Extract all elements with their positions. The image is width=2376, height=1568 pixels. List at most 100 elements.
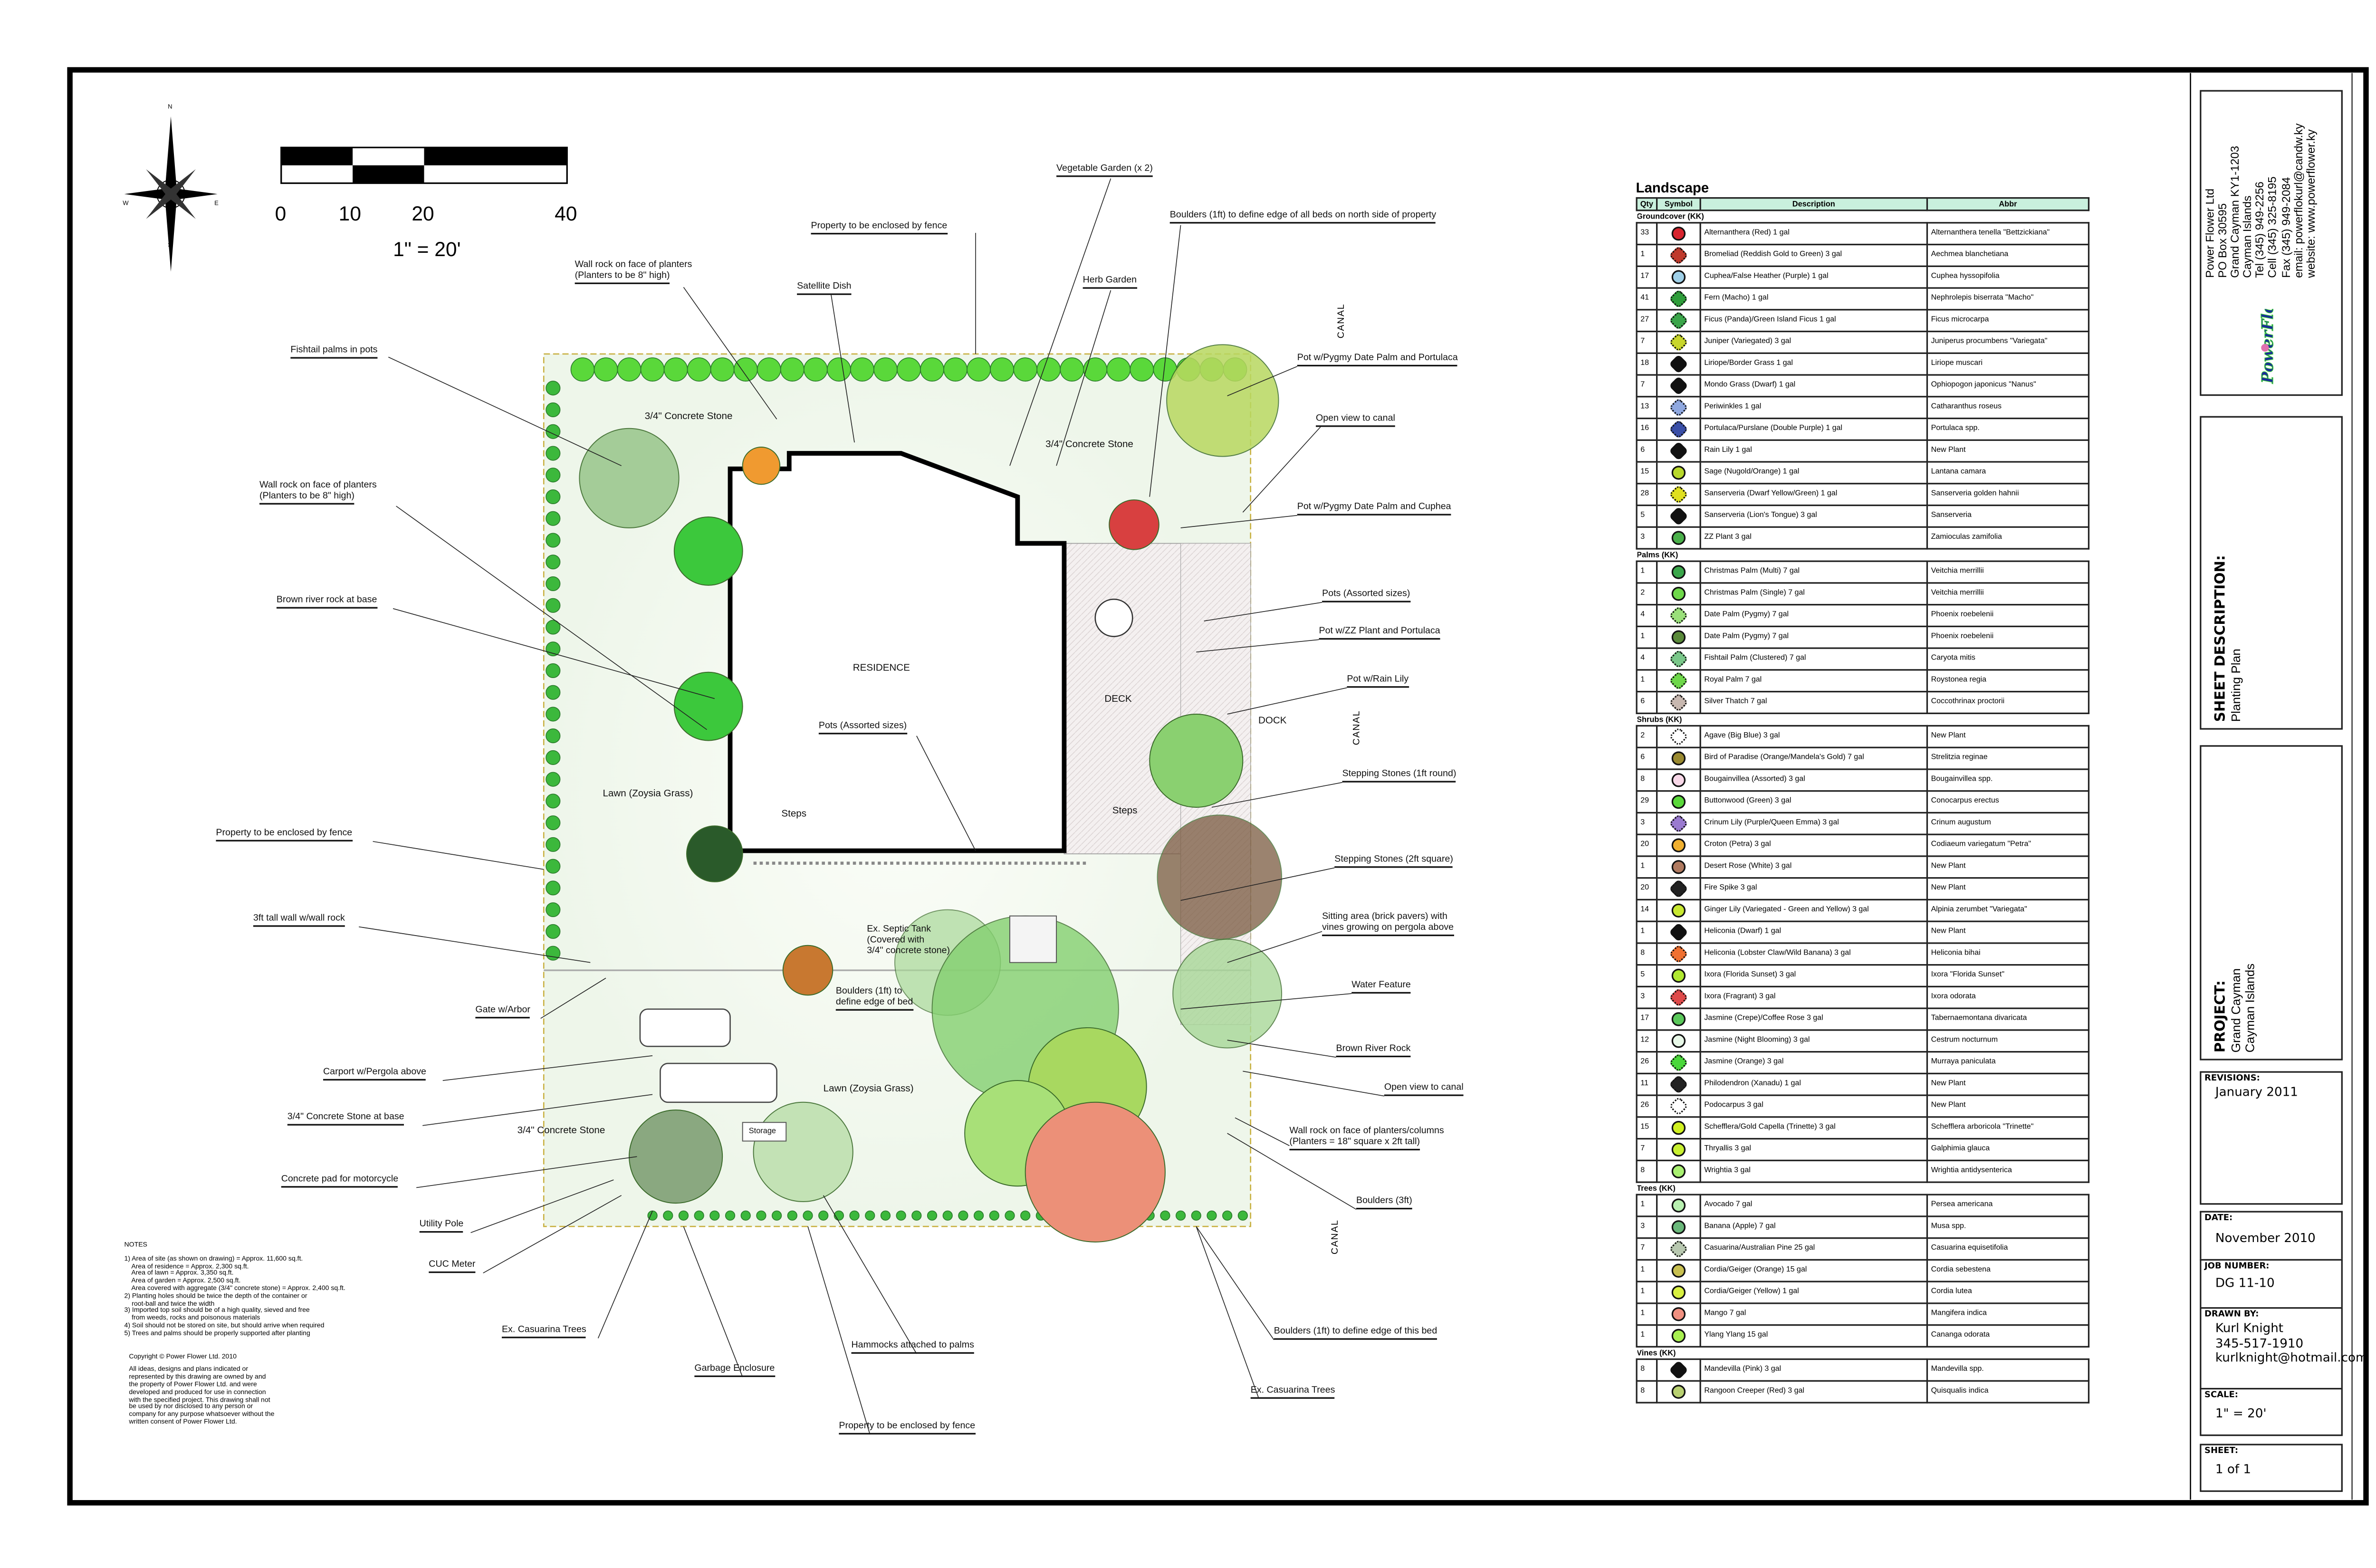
qty: 8 (1636, 768, 1658, 792)
shrub (546, 598, 561, 613)
shrub (546, 468, 561, 483)
description: Mondo Grass (Dwarf) 1 gal (1699, 374, 1928, 398)
description: Philodendron (Xanadu) 1 gal (1699, 1072, 1928, 1096)
description: Agave (Big Blue) 3 gal (1699, 725, 1928, 748)
abbr: Cuphea hyssopifolia (1926, 265, 2090, 289)
symbol-cell (1656, 1259, 1701, 1282)
abbr: Liriope muscari (1926, 352, 2090, 376)
description: Christmas Palm (Single) 7 gal (1699, 582, 1928, 606)
shrub (1060, 357, 1084, 382)
shrub (920, 357, 944, 382)
qty: 1 (1636, 1281, 1658, 1304)
description: Date Palm (Pygmy) 7 gal (1699, 625, 1928, 649)
symbol-cell (1656, 374, 1701, 398)
qty: 26 (1636, 1051, 1658, 1074)
legend-section-header: Groundcover (KK) (1637, 210, 2089, 223)
abbr: Codiaeum variegatum "Petra" (1926, 833, 2090, 857)
patio-table (1094, 598, 1133, 637)
symbol-cell (1656, 625, 1701, 649)
qty: 41 (1636, 287, 1658, 311)
shrub (1160, 1210, 1170, 1221)
description: Juniper (Variegated) 3 gal (1699, 330, 1928, 354)
symbol-cell (1656, 222, 1701, 246)
legend-section-header: Trees (KK) (1637, 1182, 2089, 1195)
note-line: from weeds, rocks and poisonous material… (124, 1313, 260, 1322)
description: Bromeliad (Reddish Gold to Green) 3 gal (1699, 243, 1928, 267)
wheel-icon (1671, 1307, 1686, 1321)
callout-brown-river-rock: Brown River Rock (1336, 1045, 1411, 1057)
description: Ficus (Panda)/Green Island Ficus 1 gal (1699, 309, 1928, 333)
callout-leader-lines (359, 178, 1384, 1435)
shrub (942, 1210, 953, 1221)
sun-icon (1668, 333, 1689, 352)
abbr: Portulaca spp. (1926, 417, 2090, 441)
disclaimer-line: be used by nor disclosed to any person o… (129, 1402, 253, 1410)
abbr: Galphimia glauca (1926, 1138, 2090, 1161)
abbr: Aechmea blanchetiana (1926, 243, 2090, 267)
spiky-icon (1668, 1360, 1689, 1379)
wheel-icon (1671, 1012, 1686, 1026)
drawn-line: 345-517-1910 (2215, 1336, 2304, 1350)
scale-ratio: 1" = 20' (393, 237, 461, 261)
shrub (709, 1210, 720, 1221)
abbr: Sanserveria golden hahnii (1926, 483, 2090, 507)
company-line: Fax (345) 949-2084 (2278, 177, 2292, 278)
description: Royal Palm 7 gal (1699, 669, 1928, 693)
residence-label: RESIDENCE (853, 663, 910, 674)
concrete-stone-label: 3/4" Concrete Stone (517, 1125, 605, 1137)
shrub (927, 1210, 938, 1221)
callout-carport: Carport w/Pergola above (323, 1068, 426, 1080)
description: Desert Rose (White) 3 gal (1699, 855, 1928, 879)
star-burst-icon (1668, 246, 1689, 265)
disclaimer-line: All ideas, designs and plans indicated o… (129, 1365, 249, 1373)
abbr: Musa spp. (1926, 1215, 2090, 1239)
shrub (756, 1210, 766, 1221)
bottom-border-hedge (647, 1210, 1248, 1221)
compass-s: S (168, 240, 172, 249)
description: Sanserveria (Lion's Tongue) 3 gal (1699, 504, 1928, 528)
shrub (546, 837, 561, 852)
qty: 20 (1636, 833, 1658, 857)
shrub (546, 880, 561, 896)
symbol-cell (1656, 1029, 1701, 1053)
callout-pot-rain-lily: Pot w/Rain Lily (1347, 675, 1409, 688)
lawn-label: Lawn (Zoysia Grass) (823, 1083, 914, 1095)
sun-icon (1668, 988, 1689, 1007)
shrub (1020, 1210, 1031, 1221)
disclaimer-line: written consent of Power Flower Ltd. (129, 1417, 237, 1425)
concrete-stone-label: 3/4" Concrete Stone (644, 411, 733, 422)
wheel-icon (1671, 1198, 1686, 1213)
shrub (546, 750, 561, 765)
qty: 2 (1636, 582, 1658, 606)
wheel-icon (1671, 838, 1686, 852)
shrub (570, 357, 595, 382)
qty: 1 (1636, 1194, 1658, 1217)
callout-wall-rock-note: (Planters to be 8" high) (575, 272, 670, 284)
qty: 26 (1636, 1094, 1658, 1118)
shrub (546, 815, 561, 831)
description: Fern (Macho) 1 gal (1699, 287, 1928, 311)
shrub (771, 1210, 782, 1221)
abbr: Heliconia bihai (1926, 942, 2090, 966)
ring-icon (1671, 270, 1686, 284)
symbol-cell (1656, 920, 1701, 944)
callout-stepping-stones-square: Stepping Stones (2ft square) (1334, 855, 1453, 868)
callout-utility-pole: Utility Pole (419, 1220, 464, 1232)
symbol-cell (1656, 690, 1701, 714)
qty: 3 (1636, 1215, 1658, 1239)
circle-icon (1671, 1034, 1686, 1048)
abbr: Murraya paniculata (1926, 1051, 2090, 1074)
